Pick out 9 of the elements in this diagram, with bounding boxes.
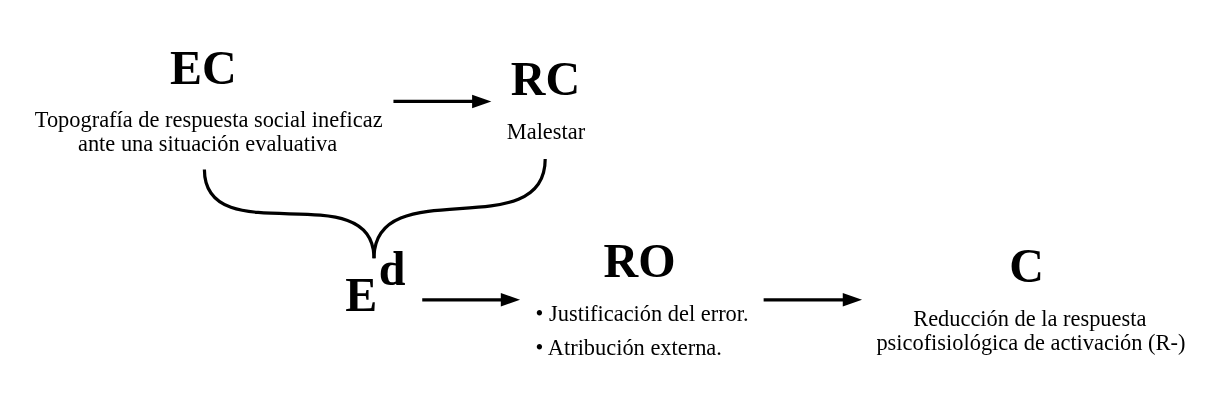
node-text: EC Topografía de respuesta social ineficaz ante una situación evaluativa [34, 40, 383, 156]
node-text: RO • Justificación del error. • Atribución externa. [535, 233, 749, 360]
arrow [763, 292, 862, 307]
node-text: C Reducción de la respuesta psicofisiológica de activación (R-) [876, 238, 1186, 355]
connector [372, 158, 547, 258]
arrow [422, 292, 521, 307]
connector [202, 168, 376, 258]
node-text: RC Malestar [506, 51, 586, 144]
arrow [393, 94, 492, 108]
